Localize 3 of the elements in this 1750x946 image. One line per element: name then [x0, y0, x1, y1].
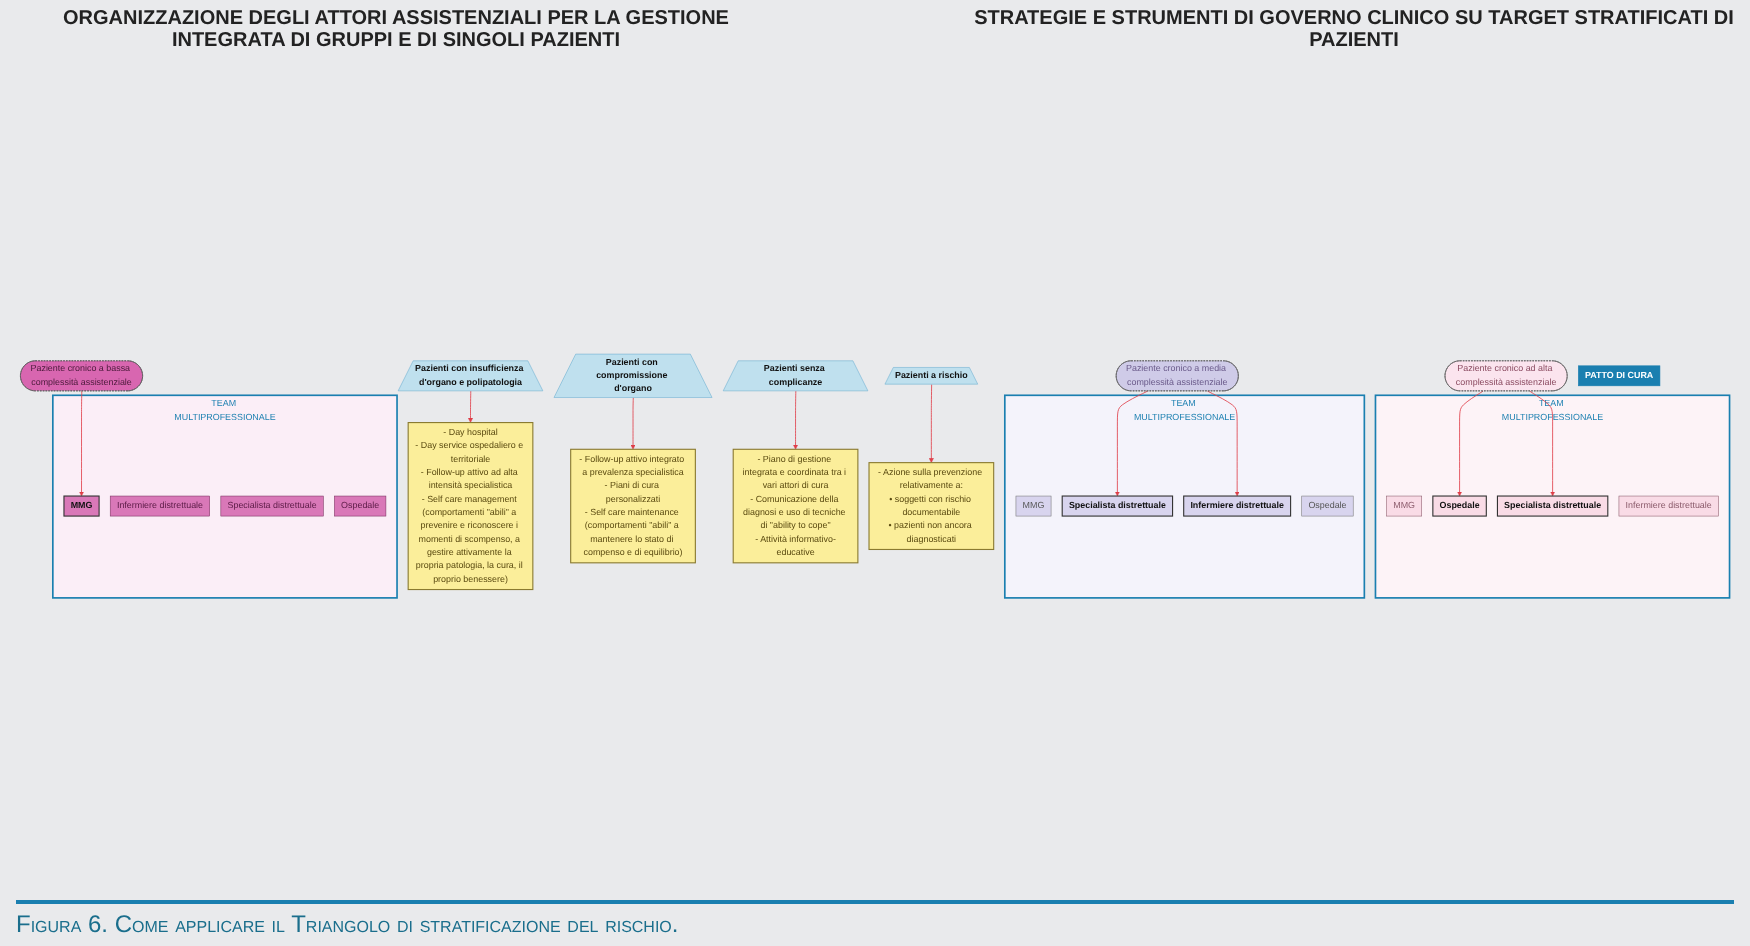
figure-caption: Figura 6. Come applicare il Triangolo di stratificazione del rischio.	[16, 900, 1734, 938]
section-heading: ORGANIZZAZIONE DEGLI ATTORI ASSISTENZIALI PER LA GESTIONE INTEGRATA DI GRUPPI E DI SINGOLI PAZIENTI	[61, 8, 731, 52]
section-heading: STRATEGIE E STRUMENTI DI GOVERNO CLINICO SU TARGET STRATIFICATI DI PAZIENTI	[974, 8, 1734, 52]
